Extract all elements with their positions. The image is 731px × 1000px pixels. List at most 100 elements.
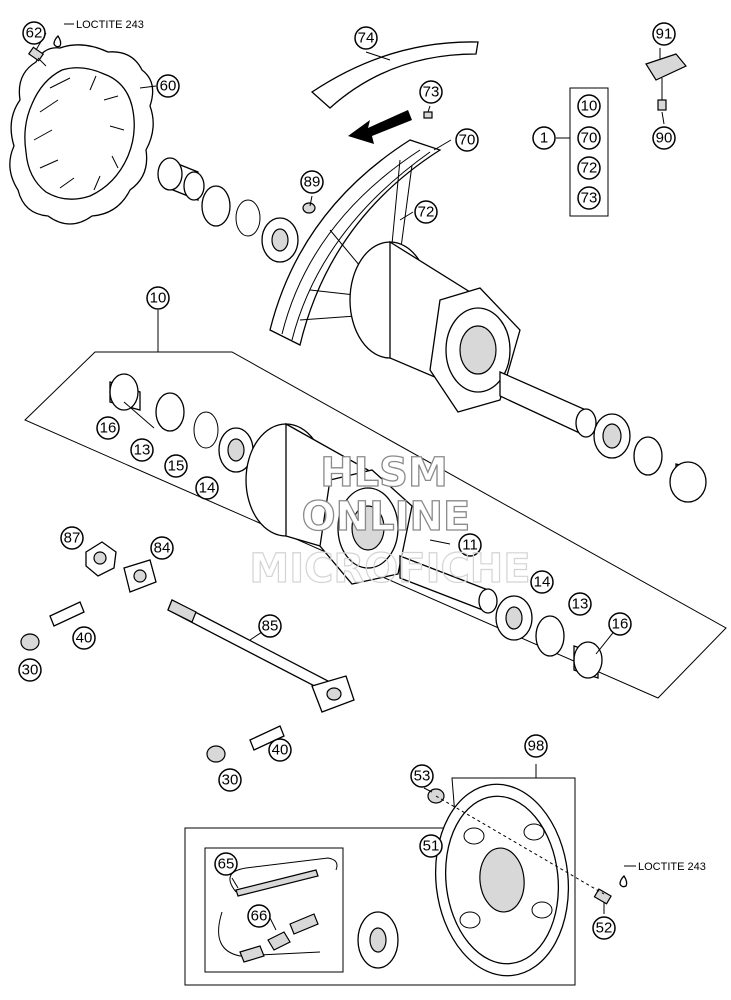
rear-sprocket-part (434, 783, 570, 977)
svg-text:65: 65 (218, 856, 235, 873)
hub-assembly-outline (24, 351, 727, 699)
leader-lines (35, 23, 665, 931)
axle-part (167, 599, 331, 693)
svg-text:85: 85 (262, 618, 279, 635)
callout-30-right: 30 (218, 768, 242, 792)
hub-circlip-part (193, 411, 219, 449)
chain-adjuster-part-right (311, 675, 355, 713)
kit-group-bracket (556, 88, 571, 215)
hub-body-part (245, 422, 498, 614)
svg-text:70: 70 (581, 130, 598, 147)
adjuster-screw-part-left (49, 601, 85, 627)
brake-disc-part (9, 44, 154, 225)
callout-1: 1 (532, 126, 556, 150)
callout-40-right: 40 (268, 738, 292, 762)
svg-text:40: 40 (76, 630, 93, 647)
svg-text:73: 73 (581, 190, 598, 207)
callout-90: 90 (652, 126, 676, 150)
callout-16-right: 16 (608, 612, 632, 636)
callout-70: 70 (455, 128, 479, 152)
callout-15: 15 (164, 454, 188, 478)
bearing-part-top (261, 217, 299, 263)
chain-adjuster-part-left (123, 559, 157, 593)
svg-text:11: 11 (462, 537, 478, 554)
hub-seal-part-right (535, 615, 565, 657)
svg-text:74: 74 (358, 30, 375, 47)
svg-text:30: 30 (22, 662, 39, 679)
hub-bearing-part (218, 427, 254, 473)
callout-14-left: 14 (195, 476, 219, 500)
callout-85: 85 (258, 614, 282, 638)
rim-lock-part (645, 53, 687, 111)
svg-text:66: 66 (251, 908, 268, 925)
callout-62: 62 (22, 21, 46, 45)
chain-link-part (239, 913, 319, 963)
callout-10: 10 (146, 286, 170, 310)
adjuster-nut-part-left (20, 633, 40, 651)
sprocket-bolt-axis (435, 795, 605, 895)
callout-65: 65 (214, 852, 238, 876)
mounting-arrow-icon (348, 110, 412, 144)
callout-53: 53 (410, 764, 434, 788)
hub-spacer-part-right (573, 641, 603, 679)
watermark-line-3: MICROFICHE (249, 546, 530, 592)
svg-text:13: 13 (572, 596, 589, 613)
disc-bolt-part (27, 46, 47, 67)
spacer-part-top (157, 157, 205, 201)
hub-spacer-part (109, 373, 141, 411)
loctite-drop-icon-bottom (619, 874, 628, 888)
kit-callout-73: 73 (577, 186, 601, 210)
svg-text:16: 16 (100, 420, 117, 437)
svg-text:40: 40 (272, 742, 289, 759)
watermark-line-2: ONLINE (302, 494, 471, 540)
callout-16-left: 16 (96, 416, 120, 440)
callout-73: 73 (419, 80, 443, 104)
loctite-note-bottom: LOCTITE 243 (638, 861, 706, 873)
chain-part (218, 857, 338, 957)
kit-callout-70: 70 (577, 126, 601, 150)
svg-text:53: 53 (414, 768, 431, 785)
callout-30-left: 30 (18, 658, 42, 682)
svg-text:13: 13 (134, 442, 151, 459)
svg-text:51: 51 (423, 838, 440, 855)
callout-52: 52 (592, 916, 616, 940)
svg-text:10: 10 (581, 98, 598, 115)
svg-text:15: 15 (168, 458, 185, 475)
callout-98: 98 (524, 734, 548, 758)
svg-text:14: 14 (199, 480, 216, 497)
svg-text:70: 70 (459, 132, 476, 149)
loctite-note-top: LOCTITE 243 (76, 19, 144, 31)
callout-84: 84 (150, 536, 174, 560)
kit-callout-10: 10 (577, 94, 601, 118)
callout-13-left: 13 (130, 438, 154, 462)
chain-kit-outline (204, 847, 344, 973)
seal-part-top (201, 185, 231, 227)
hub-bearing-stack-top (593, 413, 707, 503)
sprocket-bolt-part (593, 888, 612, 905)
callout-87: 87 (60, 526, 84, 550)
callout-91: 91 (652, 22, 676, 46)
svg-text:89: 89 (304, 174, 321, 191)
svg-text:98: 98 (528, 738, 545, 755)
svg-text:91: 91 (656, 26, 673, 43)
axle-nut-part (85, 541, 117, 577)
kit-callout-72: 72 (577, 156, 601, 180)
callout-72: 72 (414, 200, 438, 224)
svg-text:72: 72 (418, 204, 435, 221)
svg-text:52: 52 (596, 920, 613, 937)
front-sprocket-part (357, 911, 399, 969)
callout-60: 60 (156, 74, 180, 98)
callout-11: 11 (458, 533, 482, 557)
callout-74: 74 (354, 26, 378, 50)
spoke-nipple-part (302, 202, 316, 214)
callout-66: 66 (247, 904, 271, 928)
watermark-line-1: HLSM (320, 450, 448, 496)
svg-text:30: 30 (222, 772, 239, 789)
callout-89: 89 (300, 170, 324, 194)
hub-seal-part (155, 392, 185, 432)
svg-text:72: 72 (581, 160, 598, 177)
svg-text:84: 84 (154, 540, 171, 557)
adjuster-nut-part-right (206, 745, 226, 763)
callout-13-right: 13 (568, 592, 592, 616)
